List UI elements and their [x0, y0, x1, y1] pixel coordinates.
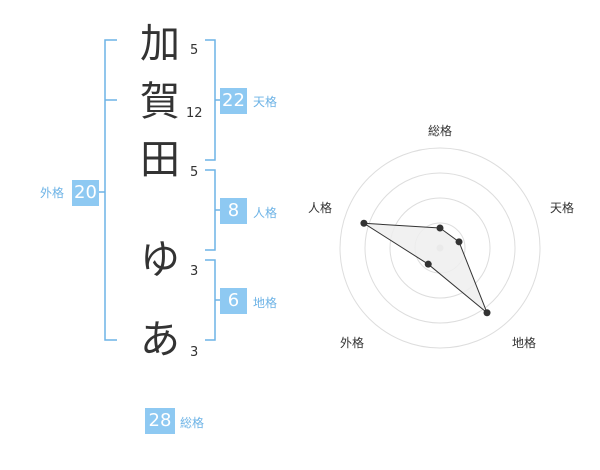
- radar-ring: [364, 172, 516, 324]
- radar-point-jinkaku: [360, 219, 368, 227]
- name-char-2: 賀: [140, 79, 180, 125]
- gaikaku-label: 外格: [40, 186, 65, 200]
- radar-label-jinkaku: 人格: [308, 201, 333, 215]
- stroke-count-5: 3: [190, 345, 199, 360]
- radar-label-tenkaku: 天格: [550, 201, 575, 215]
- name-char-3: 田: [140, 137, 180, 183]
- radar-label-gaikaku: 外格: [340, 336, 365, 350]
- gaikaku-value-badge: 20: [72, 180, 99, 206]
- chikaku-value-badge: 6: [220, 288, 247, 314]
- radar-point-tenkaku: [455, 238, 463, 246]
- radar-ring: [389, 197, 491, 299]
- name-char-4: ゆ: [140, 237, 180, 283]
- stroke-count-3: 5: [190, 165, 199, 180]
- radar-point-soukaku: [436, 224, 444, 232]
- radar-ring: [339, 147, 541, 349]
- radar-label-soukaku: 総格: [428, 124, 453, 138]
- name-char-1: 加: [140, 21, 180, 67]
- radar-label-chikaku: 地格: [512, 336, 537, 350]
- gaikaku-bracket: [104, 39, 117, 341]
- soukaku-value-badge: 28: [145, 408, 175, 434]
- name-char-5: あ: [140, 317, 180, 363]
- soukaku-label: 総格: [180, 416, 205, 430]
- radar-point-gaikaku: [424, 260, 432, 268]
- stroke-count-4: 3: [190, 264, 199, 279]
- chikaku-label: 地格: [253, 296, 278, 310]
- tenkaku-label: 天格: [253, 95, 278, 109]
- radar-point-chikaku: [483, 309, 491, 317]
- stroke-count-2: 12: [186, 106, 203, 121]
- jinkaku-value-badge: 8: [220, 198, 247, 224]
- jinkaku-label: 人格: [253, 206, 278, 220]
- radar-polygon: [363, 222, 488, 314]
- tenkaku-value-badge: 22: [220, 88, 247, 114]
- stroke-count-1: 5: [190, 43, 199, 58]
